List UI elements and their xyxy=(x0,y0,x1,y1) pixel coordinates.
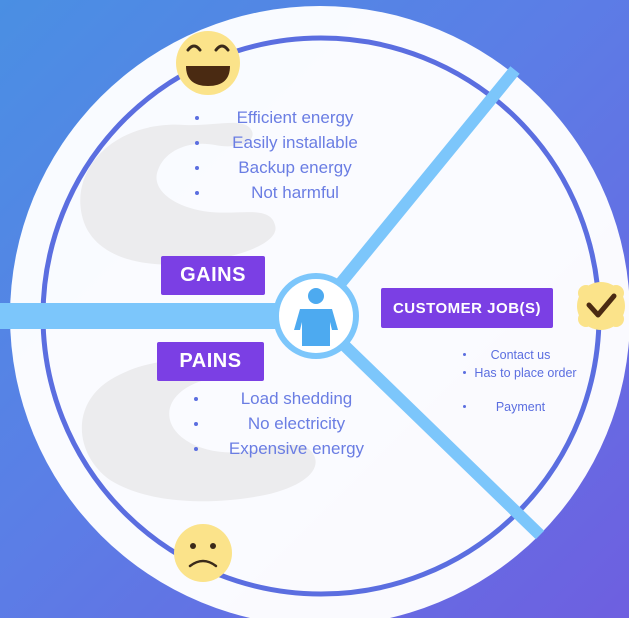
gains-list: Efficient energy Easily installable Back… xyxy=(195,105,395,205)
person-icon xyxy=(273,273,359,359)
sad-face-icon xyxy=(174,524,232,582)
list-item: Efficient energy xyxy=(195,105,395,130)
pains-list: Load shedding No electricity Expensive e… xyxy=(194,386,399,461)
list-item: No electricity xyxy=(194,411,399,436)
gains-label: GAINS xyxy=(161,256,265,295)
customer-jobs-list: Contact us Has to place order Payment xyxy=(463,347,578,417)
list-item: Expensive energy xyxy=(194,436,399,461)
list-item: Payment xyxy=(463,399,578,417)
checkmark-badge-icon xyxy=(577,282,625,330)
list-item: Has to place order xyxy=(463,365,578,399)
pains-label: PAINS xyxy=(157,342,264,381)
happy-face-icon xyxy=(176,31,240,95)
list-item: Not harmful xyxy=(195,180,395,205)
list-item: Contact us xyxy=(463,347,578,365)
decorative-pains-shape xyxy=(81,360,316,502)
list-item: Backup energy xyxy=(195,155,395,180)
upper-right-spoke xyxy=(335,66,520,288)
list-item: Load shedding xyxy=(194,386,399,411)
decorative-gains-shape xyxy=(80,122,276,265)
customer-jobs-label: CUSTOMER JOB(S) xyxy=(381,288,553,328)
lower-right-spoke xyxy=(340,341,545,540)
list-item: Easily installable xyxy=(195,130,395,155)
